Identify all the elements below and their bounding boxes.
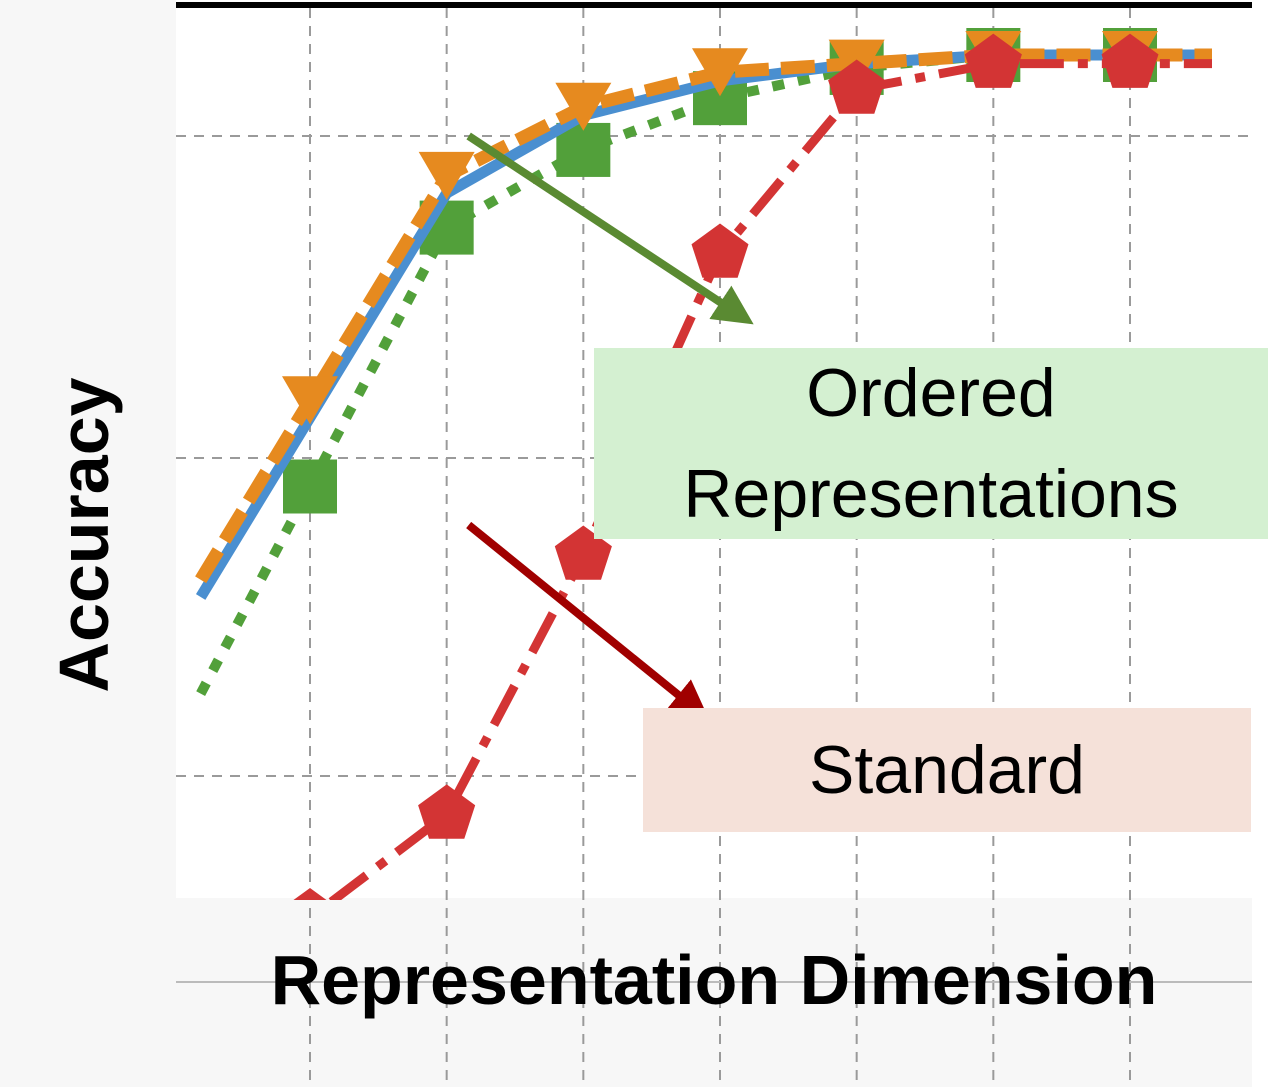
series-2-point-1: [282, 376, 338, 425]
grid: [176, 8, 1252, 1087]
series-3-point-1: [283, 459, 337, 514]
annotation-arrow-2: [466, 521, 710, 721]
annotation-arrows: [466, 132, 754, 721]
series-2-point-2: [418, 151, 475, 200]
standard-label: Standard: [643, 708, 1251, 832]
series-2-point-3: [555, 82, 612, 131]
series-4-point-6: [964, 33, 1022, 88]
x-axis-title: Representation Dimension: [270, 941, 1158, 1019]
series-4: [293, 33, 1212, 900]
series-4-point-5: [828, 59, 886, 114]
series-4-point-4: [691, 223, 749, 278]
right-margin: [1252, 0, 1279, 1087]
y-axis-title: Accuracy: [45, 377, 123, 693]
series-layer: [195, 28, 1212, 900]
ordered-label-line-2: Representations: [683, 455, 1179, 532]
series-2-point-4: [692, 48, 748, 97]
series-4-point-2: [418, 784, 476, 839]
series-4-point-1: [293, 888, 327, 900]
standard-label-text: Standard: [809, 732, 1085, 808]
series-4-point-7: [1101, 33, 1159, 88]
annotation-arrow-1: [466, 132, 754, 325]
ordered-representations-label: Ordered Representations: [594, 348, 1268, 539]
series-4-point-3: [554, 525, 612, 580]
bottom-margin: [176, 898, 1252, 1087]
ordered-label-line-1: Ordered: [806, 354, 1056, 431]
left-margin: [0, 0, 176, 1087]
